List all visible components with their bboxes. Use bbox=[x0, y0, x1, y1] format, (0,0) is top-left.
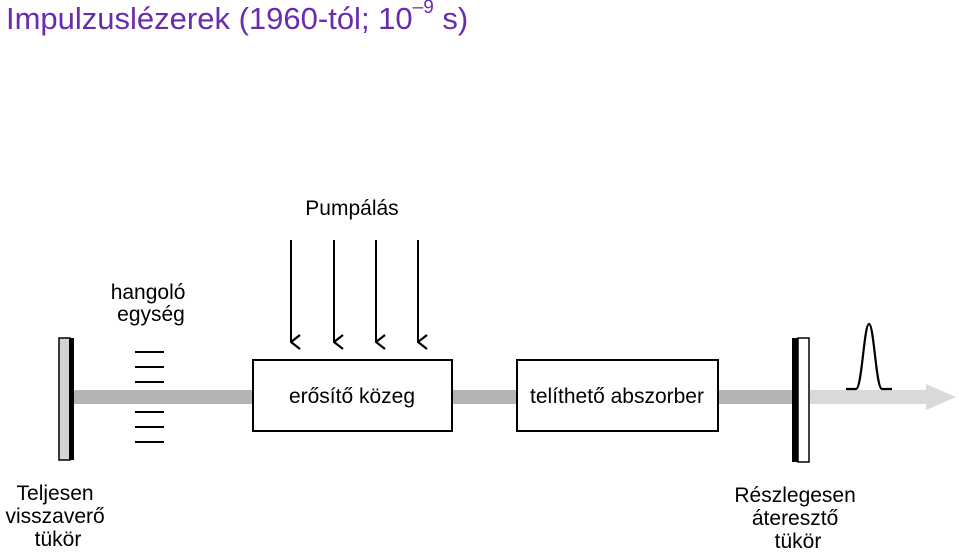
tuning-unit-grating bbox=[135, 351, 164, 443]
full-reflecting-mirror bbox=[58, 337, 74, 461]
page-title: Impulzuslézerek (1960-tól; 10–9 s) bbox=[6, 0, 469, 37]
output-beam-arrowhead bbox=[926, 384, 956, 410]
pump-arrows bbox=[290, 240, 418, 342]
full-mirror-label: Teljesen visszaverő tükör bbox=[5, 482, 110, 551]
tuning-unit-label: hangoló egység bbox=[111, 281, 192, 326]
gain-medium-box bbox=[252, 359, 453, 432]
saturable-absorber-label: telíthető abszorber bbox=[530, 385, 704, 408]
partial-transmitting-mirror bbox=[792, 337, 810, 463]
title-exponent: –9 bbox=[412, 0, 434, 18]
title-text: Impulzuslézerek (1960-tól; 10 bbox=[6, 1, 413, 36]
saturable-absorber-box bbox=[516, 359, 719, 432]
title-suffix: s) bbox=[433, 1, 469, 36]
output-pulse bbox=[846, 322, 892, 391]
gain-medium-label: erősítő közeg bbox=[289, 385, 415, 408]
pumping-label: Pumpálás bbox=[305, 197, 398, 220]
partial-mirror-label: Részlegesen áteresztő tükör bbox=[734, 484, 861, 552]
output-beam bbox=[810, 390, 930, 404]
